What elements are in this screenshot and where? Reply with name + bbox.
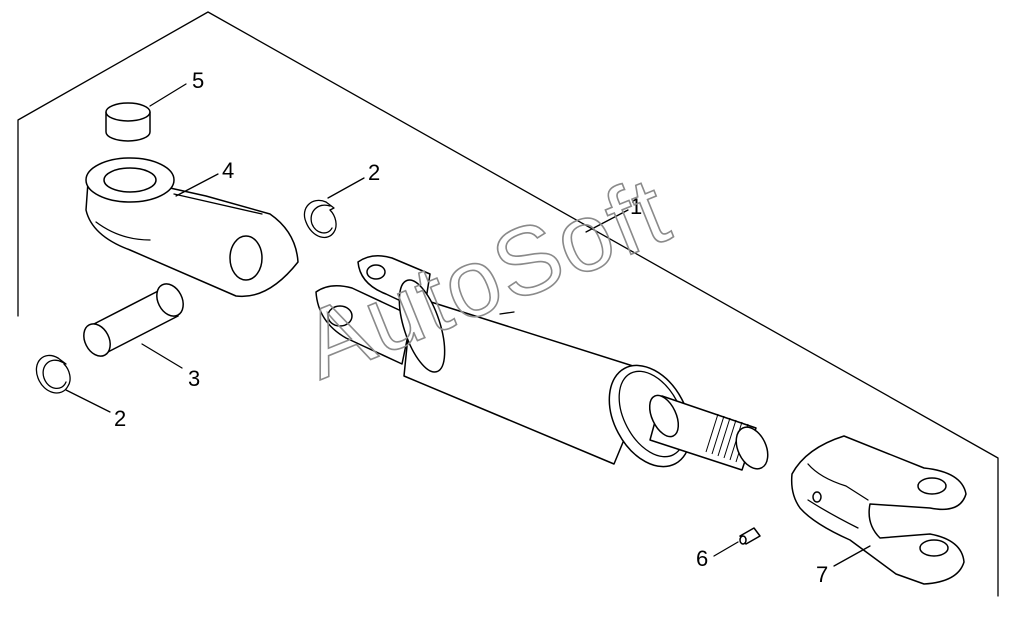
part-2-snap-ring-lower (35, 354, 71, 394)
callout-3: 3 (188, 366, 200, 391)
part-4-lever-arm (85, 157, 299, 298)
part-6-grease-fitting (739, 527, 761, 545)
leader-line-1 (585, 209, 629, 233)
leader-line-2b (65, 389, 111, 413)
part-2-snap-ring-upper (303, 199, 337, 239)
part-7-yoke (790, 435, 967, 585)
leader-line-7 (833, 545, 871, 567)
callout-6: 6 (696, 546, 708, 571)
leader-line-4 (175, 173, 219, 197)
leader-line-6 (713, 541, 739, 557)
part-1-hydraulic-cylinder (315, 255, 769, 471)
callout-7: 7 (816, 562, 828, 587)
callout-5: 5 (192, 68, 204, 93)
part-5-bushing (105, 102, 151, 142)
assembly-outline (17, 11, 999, 597)
leader-line-5 (149, 83, 187, 107)
callout-2a: 2 (368, 160, 380, 185)
part-3-pin (83, 283, 184, 357)
callout-4: 4 (222, 158, 234, 183)
leader-line-3 (141, 343, 183, 369)
leader-line-2a (327, 177, 365, 199)
callout-2b: 2 (114, 406, 126, 431)
callout-1: 1 (630, 194, 642, 219)
